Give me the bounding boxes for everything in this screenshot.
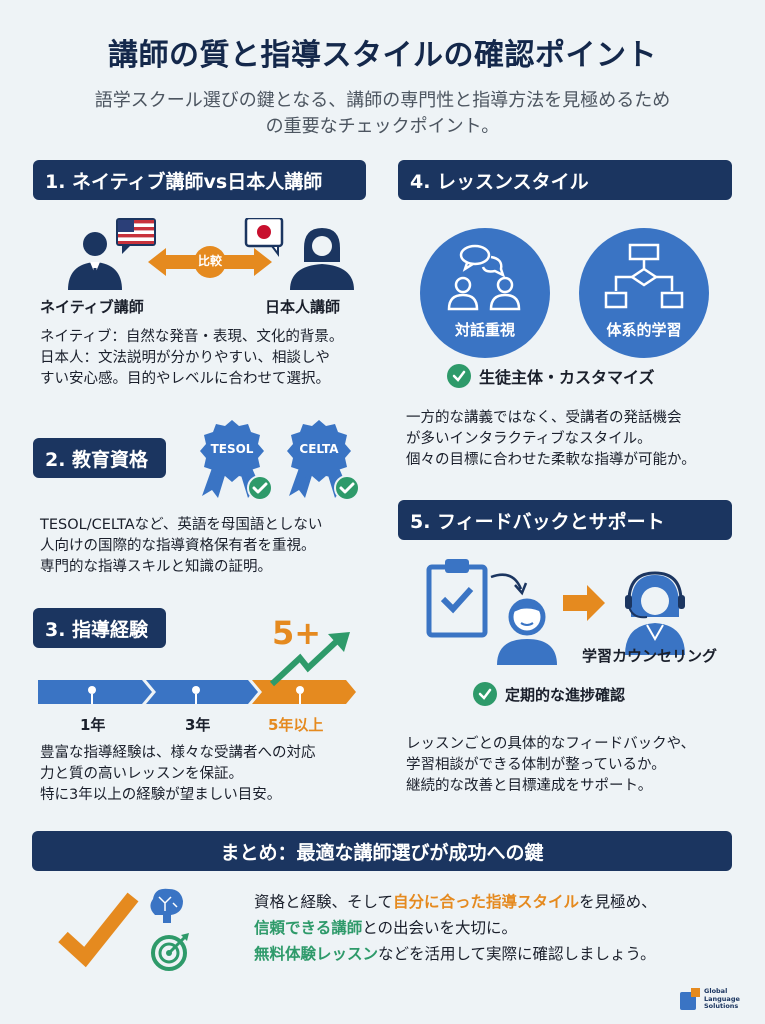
subtitle-line-2: の重要なチェックポイント。: [265, 116, 500, 137]
award-ribbon-icon: [200, 420, 273, 501]
text-span: との出会いを大切に。: [362, 919, 518, 937]
text-line: ネイティブ：自然な発音・表現、文化的背景。: [40, 329, 344, 345]
subtitle-line-1: 語学スクール選びの鍵となる、講師の専門性と指導方法を見極めるため: [94, 90, 671, 111]
company-logo: Global Language Solutions: [680, 987, 740, 1011]
text-line: 人向けの国際的な指導資格保有者を重視。: [40, 538, 316, 554]
flowchart-icon: [604, 243, 684, 309]
summary-icons: [55, 885, 195, 975]
text-line: 一方的な講義ではなく、受講者の発話機会: [406, 410, 682, 426]
five-plus-label: 5+: [272, 614, 322, 652]
text-span: などを活用して実際に確認しましょう。: [378, 945, 656, 963]
logo-line: Language: [704, 994, 740, 1003]
summary-heading: まとめ：最適な講師選びが成功への鍵: [32, 831, 732, 871]
japanese-teacher-label: 日本人講師: [265, 298, 341, 316]
text-line: 日本人：文法説明が分かりやすい、相談しや: [40, 350, 330, 366]
section1-text: ネイティブ：自然な発音・表現、文化的背景。 日本人：文法説明が分かりやすい、相談…: [40, 327, 380, 390]
badge-label: CELTA: [299, 442, 339, 456]
text-line: 専門的な指導スキルと知識の証明。: [40, 559, 272, 575]
section2-heading: 2. 教育資格: [33, 438, 166, 478]
progress-check: 定期的な進捗確認: [473, 682, 625, 706]
section4-text: 一方的な講義ではなく、受講者の発話機会 が多いインタラクティブなスタイル。 個々…: [406, 408, 751, 471]
highlight-green: 無料体験レッスン: [254, 945, 379, 963]
highlight-orange: 自分に合った指導スタイル: [393, 893, 580, 911]
check-icon: [447, 364, 471, 388]
systematic-learning-circle: 体系的学習: [579, 228, 709, 358]
native-teacher-label: ネイティブ講師: [40, 298, 144, 316]
dialogue-focus-circle: 対話重視: [420, 228, 550, 358]
logo-text: Global Language Solutions: [704, 987, 740, 1011]
summary-line-2: 信頼できる講師との出会いを大切に。: [254, 915, 744, 941]
badge-label: TESOL: [210, 442, 254, 456]
summary-line-3: 無料体験レッスンなどを活用して実際に確認しましょう。: [254, 941, 744, 967]
text-span: を見極め、: [579, 893, 657, 911]
text-line: が多いインタラクティブなスタイル。: [406, 431, 652, 447]
page-subtitle: 語学スクール選びの鍵となる、講師の専門性と指導方法を見極めるため の重要なチェッ…: [60, 88, 705, 140]
section3-heading: 3. 指導経験: [33, 608, 166, 648]
section4-heading: 4. レッスンスタイル: [398, 160, 732, 200]
tesol-badge: TESOL: [192, 418, 273, 502]
native-vs-japanese-illustration: 比較: [60, 216, 360, 298]
logo-mark-icon: [680, 988, 700, 1011]
highlight-green: 信頼できる講師: [254, 919, 363, 937]
section5-text: レッスンごとの具体的なフィードバックや、 学習相談ができる体制が整っているか。 …: [406, 734, 751, 797]
feedback-illustration: [425, 555, 705, 665]
timeline-arrows-icon: [38, 632, 356, 704]
section1-heading: 1. ネイティブ講師vs日本人講師: [33, 160, 366, 200]
experience-timeline: [38, 630, 358, 710]
section2-text: TESOL/CELTAなど、英語を母国語としない 人向けの国際的な指導資格保有者…: [40, 515, 380, 578]
timeline-label-3: 3年: [185, 716, 211, 734]
page-title: 講師の質と指導スタイルの確認ポイント: [108, 38, 657, 73]
text-line: 学習相談ができる体制が整っているか。: [406, 757, 666, 773]
logo-line: Global: [704, 987, 728, 995]
comparison-icon: [68, 216, 354, 290]
check-icon: [473, 682, 497, 706]
summary-line-1: 資格と経験、そして自分に合った指導スタイルを見極め、: [254, 889, 744, 915]
check-label: 定期的な進捗確認: [505, 685, 626, 704]
counseling-label: 学習カウンセリング: [582, 647, 718, 665]
text-line: 力と質の高いレッスンを保証。: [40, 766, 243, 782]
circle-label: 対話重視: [454, 321, 515, 339]
text-line: TESOL/CELTAなど、英語を母国語としない: [40, 517, 323, 533]
text-line: 特に3年以上の経験が望ましい目安。: [40, 787, 282, 803]
compare-label: 比較: [197, 254, 222, 268]
checkmark-icon: [58, 888, 189, 971]
text-line: 継続的な改善と目標達成をサポート。: [406, 778, 653, 794]
section3-text: 豊富な指導経験は、様々な受講者への対応 力と質の高いレッスンを保証。 特に3年以…: [40, 743, 380, 806]
check-label: 生徒主体・カスタマイズ: [479, 368, 655, 387]
text-line: 個々の目標に合わせた柔軟な指導が可能か。: [406, 452, 696, 468]
text-line: すい安心感。目的やレベルに合わせて選択。: [40, 371, 330, 387]
text-line: レッスンごとの具体的なフィードバックや、: [406, 736, 696, 752]
award-ribbon-icon: [287, 420, 360, 501]
celta-badge: CELTA: [279, 418, 360, 502]
student-centered-check: 生徒主体・カスタマイズ: [447, 364, 655, 388]
text-span: 資格と経験、そして: [254, 893, 394, 911]
text-line: 豊富な指導経験は、様々な受講者への対応: [40, 745, 316, 761]
summary-text: 資格と経験、そして自分に合った指導スタイルを見極め、 信頼できる講師との出会いを…: [254, 889, 744, 967]
feedback-flow-icon: [426, 559, 685, 665]
logo-line: Solutions: [704, 1002, 739, 1010]
timeline-label-5: 5年以上: [268, 716, 324, 734]
section5-heading: 5. フィードバックとサポート: [398, 500, 732, 540]
timeline-label-1: 1年: [80, 716, 106, 734]
conversation-icon: [447, 244, 521, 311]
circle-label: 体系的学習: [606, 321, 682, 339]
